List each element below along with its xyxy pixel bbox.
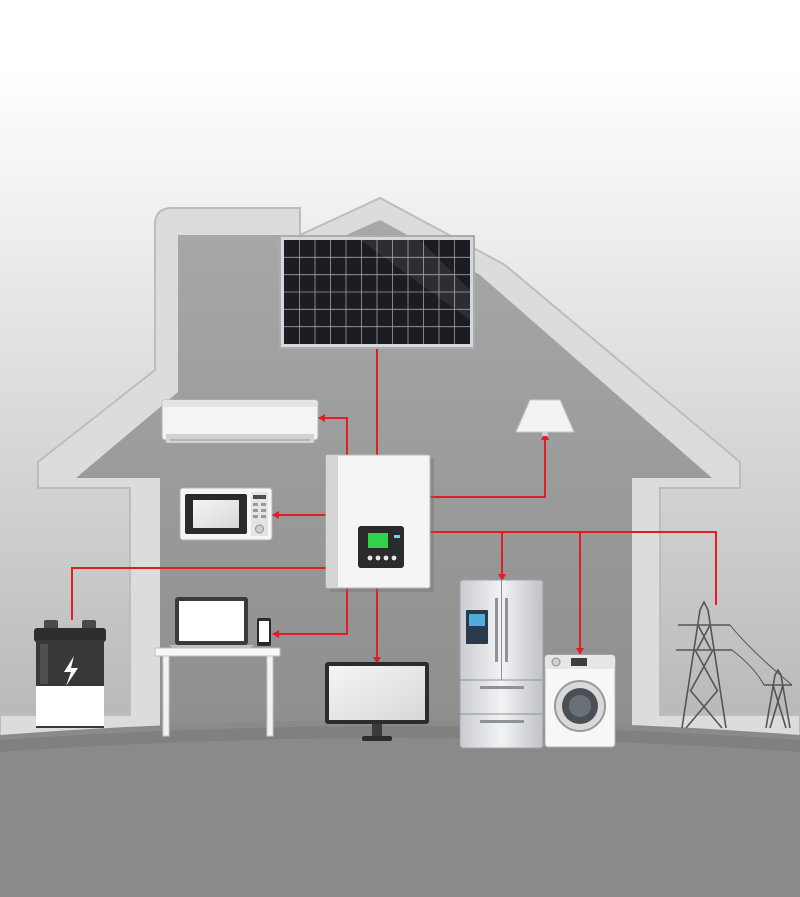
fridge-display-glow bbox=[469, 614, 485, 626]
microwave-icon bbox=[179, 487, 273, 541]
power-lines bbox=[729, 624, 793, 686]
battery-terminal-right bbox=[82, 620, 96, 630]
arrow-lamp bbox=[541, 433, 549, 440]
refrigerator-icon bbox=[459, 579, 544, 749]
lamp-shade bbox=[515, 399, 575, 433]
table-leg-right bbox=[266, 655, 274, 737]
fridge-drawer-handle bbox=[480, 686, 524, 689]
arrow-phone bbox=[272, 630, 279, 638]
arrow-washer bbox=[576, 648, 584, 655]
microwave-key bbox=[261, 503, 266, 506]
table-leg-left bbox=[162, 655, 170, 737]
microwave-key bbox=[261, 509, 266, 512]
washing-machine-icon bbox=[544, 654, 616, 748]
inverter-icon bbox=[325, 454, 434, 592]
washer-knob bbox=[551, 657, 561, 667]
inverter-button-1 bbox=[367, 555, 373, 561]
inverter-button-3 bbox=[383, 555, 389, 561]
lamp-holder bbox=[542, 432, 548, 436]
battery-terminal-left bbox=[44, 620, 58, 630]
tower-large-brace-5 bbox=[689, 689, 723, 729]
tower-small-brace-2 bbox=[769, 684, 784, 729]
solar-panel-icon bbox=[279, 235, 475, 349]
microwave-key bbox=[253, 515, 258, 518]
battery-icon bbox=[34, 620, 106, 728]
smartphone-icon bbox=[257, 618, 271, 646]
wire-main-bus bbox=[430, 531, 717, 605]
laptop-icon bbox=[169, 597, 254, 648]
tv-base bbox=[362, 736, 392, 741]
microwave-display bbox=[253, 495, 266, 499]
wire-battery bbox=[71, 567, 326, 620]
wire-phone bbox=[273, 588, 348, 635]
inverter-button-2 bbox=[375, 555, 381, 561]
wire-ac bbox=[318, 417, 348, 455]
inverter-led bbox=[394, 535, 400, 538]
inverter-body bbox=[325, 454, 431, 589]
floor-lamp-icon bbox=[515, 399, 575, 436]
tower-large-brace-4 bbox=[690, 649, 714, 691]
tower-large-brace-6 bbox=[685, 689, 719, 729]
power-grid-tower-icon bbox=[676, 600, 793, 729]
fridge-drawer-handle-2 bbox=[480, 720, 524, 723]
solar-panel-glare bbox=[360, 240, 470, 320]
washer-display bbox=[571, 658, 587, 666]
tv-screen bbox=[329, 666, 425, 720]
arrow-microwave bbox=[272, 511, 279, 519]
solar-panel-grid bbox=[284, 240, 470, 344]
inverter-side bbox=[326, 455, 338, 588]
microwave-key bbox=[261, 515, 266, 518]
fridge-handle-left bbox=[495, 598, 498, 662]
ac-top-strip bbox=[162, 400, 318, 407]
table-icon bbox=[154, 647, 281, 737]
microwave-key bbox=[253, 509, 258, 512]
inverter-button-4 bbox=[391, 555, 397, 561]
table-top bbox=[154, 647, 281, 657]
microwave-keypad bbox=[253, 503, 266, 518]
microwave-window bbox=[193, 500, 239, 528]
tower-small-legs bbox=[765, 668, 791, 729]
tv-monitor-icon bbox=[325, 662, 429, 741]
battery-highlight bbox=[40, 644, 48, 684]
air-conditioner-icon bbox=[161, 399, 319, 443]
lightning-bolt-icon bbox=[64, 656, 78, 686]
laptop-base bbox=[169, 645, 254, 648]
fridge-handle-right bbox=[505, 598, 508, 662]
tv-neck bbox=[372, 724, 382, 736]
ac-vent bbox=[166, 434, 314, 443]
arrow-fridge bbox=[498, 574, 506, 581]
inverter-screen bbox=[368, 533, 388, 548]
arrow-tv bbox=[373, 657, 381, 664]
microwave-knob bbox=[255, 524, 264, 534]
wire-lamp bbox=[430, 435, 546, 498]
phone-screen bbox=[259, 621, 269, 642]
tower-large-brace-3 bbox=[694, 649, 718, 691]
wire-arrowheads bbox=[272, 414, 584, 664]
wiring bbox=[71, 345, 717, 660]
tower-large-brace-1 bbox=[697, 624, 712, 651]
microwave-key bbox=[253, 503, 258, 506]
laptop-screen bbox=[179, 601, 244, 641]
arrow-ac bbox=[318, 414, 325, 422]
battery-top bbox=[34, 628, 106, 642]
tower-large-brace-2 bbox=[696, 624, 711, 651]
tower-small-brace-1 bbox=[772, 684, 787, 729]
washer-drum bbox=[569, 695, 591, 717]
battery-label bbox=[36, 686, 104, 726]
floor bbox=[0, 720, 800, 897]
